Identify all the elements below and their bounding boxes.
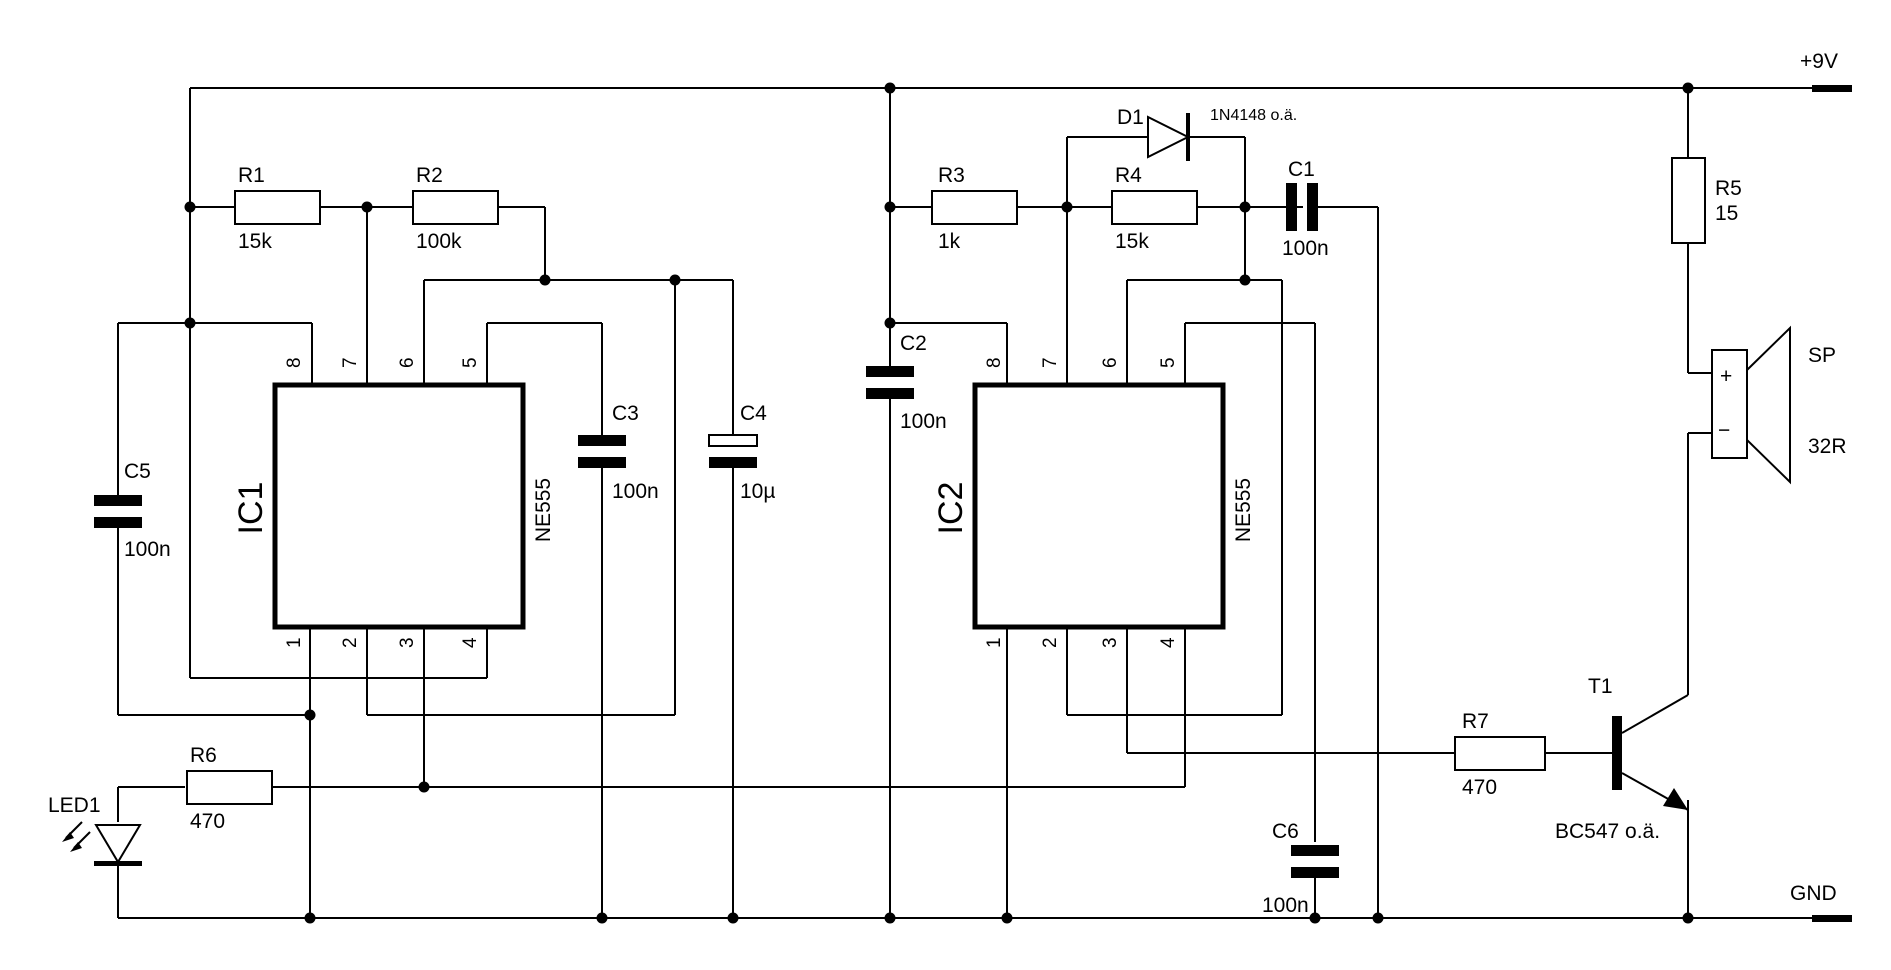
c3-ref: C3 — [612, 402, 639, 425]
c4-ref: C4 — [740, 402, 767, 425]
junctions — [184, 82, 1694, 924]
r1-value: 15k — [238, 230, 272, 253]
led1-ref: LED1 — [48, 794, 101, 817]
c3-value: 100n — [612, 480, 659, 503]
ic1-pin-5: 5 — [460, 357, 481, 368]
ic1-name: IC1 — [232, 482, 270, 535]
r6-ref: R6 — [190, 744, 217, 767]
supply-rail: +9V — [190, 50, 1852, 92]
capacitor-c2: C2 100n — [866, 332, 947, 433]
c5-ref: C5 — [124, 460, 151, 483]
ic2-pin-8: 8 — [984, 357, 1005, 368]
supply-label: +9V — [1800, 50, 1838, 73]
r5-ref: R5 — [1715, 177, 1742, 200]
output-wiring — [1687, 88, 1712, 918]
ic1-pin-7: 7 — [340, 357, 361, 368]
capacitor-c1: C1 100n — [1282, 158, 1329, 260]
r7-ref: R7 — [1462, 710, 1489, 733]
capacitor-c3: C3 100n — [578, 402, 659, 503]
c1-value: 100n — [1282, 237, 1329, 260]
resistor-r5: R5 15 — [1671, 157, 1742, 244]
c4-value: 10µ — [740, 480, 775, 503]
ic2-pin-7: 7 — [1040, 357, 1061, 368]
r6-value: 470 — [190, 810, 225, 833]
c2-value: 100n — [900, 410, 947, 433]
speaker-minus: − — [1718, 419, 1730, 442]
ic1-pin-2: 2 — [340, 637, 361, 648]
transistor-t1: T1 BC547 o.ä. — [1555, 675, 1689, 843]
c1-ref: C1 — [1288, 158, 1315, 181]
ic2-name: IC2 — [932, 482, 970, 535]
capacitor-c6: C6 100n — [1262, 820, 1339, 917]
ground-rail: GND — [118, 882, 1852, 922]
resistor-r4: R4 15k — [1111, 164, 1198, 253]
diode-d1: D1 1N4148 o.ä. — [1117, 106, 1297, 161]
ic2-pin-1: 1 — [984, 637, 1005, 648]
capacitor-c5: C5 100n — [94, 460, 171, 561]
speaker-plus: + — [1720, 365, 1732, 388]
resistor-r2: R2 100k — [412, 164, 499, 253]
ic1-pin-1: 1 — [284, 637, 305, 648]
ic2-type: NE555 — [1232, 478, 1255, 542]
c6-value: 100n — [1262, 894, 1309, 917]
c2-ref: C2 — [900, 332, 927, 355]
t1-ref: T1 — [1588, 675, 1613, 698]
resistor-r6: R6 470 — [186, 744, 273, 833]
speaker-value: 32R — [1808, 435, 1847, 458]
ic2: IC2 NE555 8 7 6 5 1 2 3 4 — [932, 357, 1255, 648]
ic1-pin-3: 3 — [397, 637, 418, 648]
r3-ref: R3 — [938, 164, 965, 187]
r7-value: 470 — [1462, 776, 1497, 799]
capacitor-c4: C4 10µ — [708, 402, 775, 503]
resistor-r7: R7 470 — [1454, 710, 1546, 799]
ground-label: GND — [1790, 882, 1837, 905]
speaker-sp: + − SP 32R — [1711, 325, 1847, 485]
c5-value: 100n — [124, 538, 171, 561]
r4-value: 15k — [1115, 230, 1149, 253]
d1-value: 1N4148 o.ä. — [1210, 107, 1297, 124]
speaker-ref: SP — [1808, 344, 1836, 367]
r2-value: 100k — [416, 230, 462, 253]
ic2-pin-6: 6 — [1100, 357, 1121, 368]
r2-ref: R2 — [416, 164, 443, 187]
r1-ref: R1 — [238, 164, 265, 187]
r3-value: 1k — [938, 230, 961, 253]
resistor-r1: R1 15k — [234, 164, 321, 253]
ic1: IC1 NE555 8 7 6 5 1 2 3 4 — [232, 357, 555, 648]
r5-value: 15 — [1715, 202, 1738, 225]
led-led1: LED1 — [48, 794, 142, 866]
ic1-pin-4: 4 — [460, 637, 481, 648]
ic1-pin-8: 8 — [284, 357, 305, 368]
ic2-pin-4: 4 — [1158, 637, 1179, 648]
t1-value: BC547 o.ä. — [1555, 820, 1660, 843]
ic1-pin-6: 6 — [397, 357, 418, 368]
resistor-r3: R3 1k — [931, 164, 1018, 253]
ic2-pin-5: 5 — [1158, 357, 1179, 368]
d1-ref: D1 — [1117, 106, 1144, 129]
ic2-pin-3: 3 — [1100, 637, 1121, 648]
r4-ref: R4 — [1115, 164, 1142, 187]
ic1-type: NE555 — [532, 478, 555, 542]
ic2-wiring — [889, 88, 1615, 918]
ic2-pin-2: 2 — [1040, 637, 1061, 648]
c6-ref: C6 — [1272, 820, 1299, 843]
